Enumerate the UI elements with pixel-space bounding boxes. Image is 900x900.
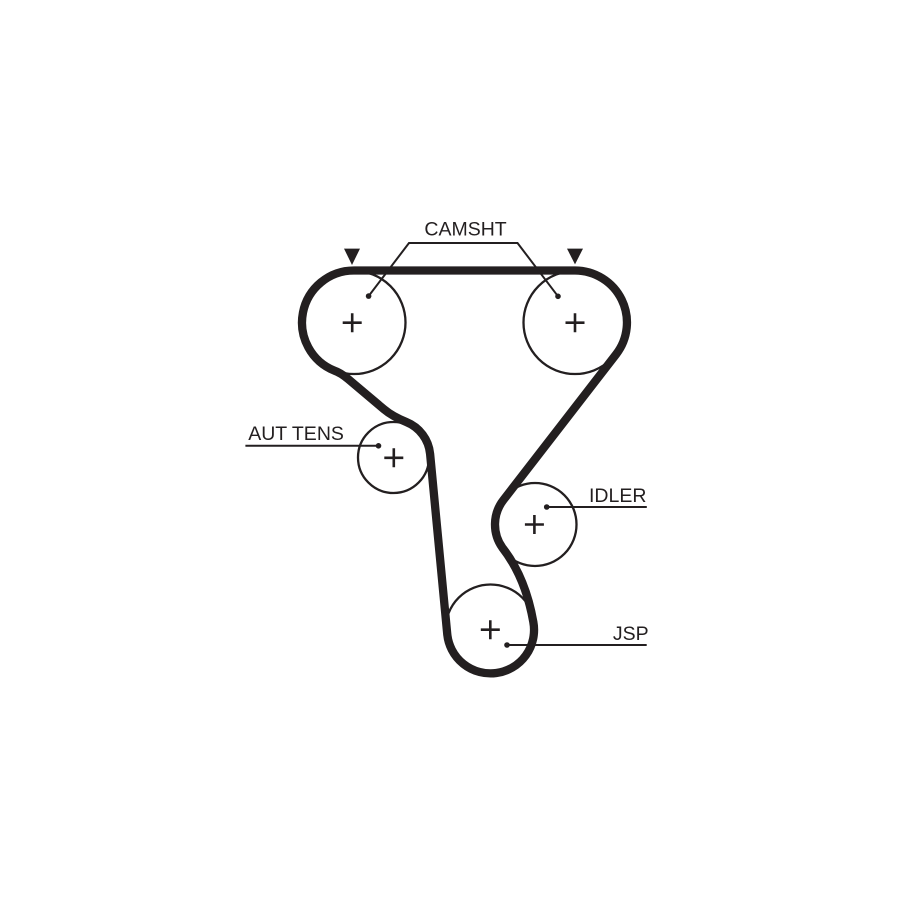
svg-text:IDLER: IDLER [589,485,646,507]
svg-text:JSP: JSP [613,623,649,645]
svg-text:AUT TENS: AUT TENS [248,423,344,445]
svg-text:CAMSHT: CAMSHT [424,219,506,241]
